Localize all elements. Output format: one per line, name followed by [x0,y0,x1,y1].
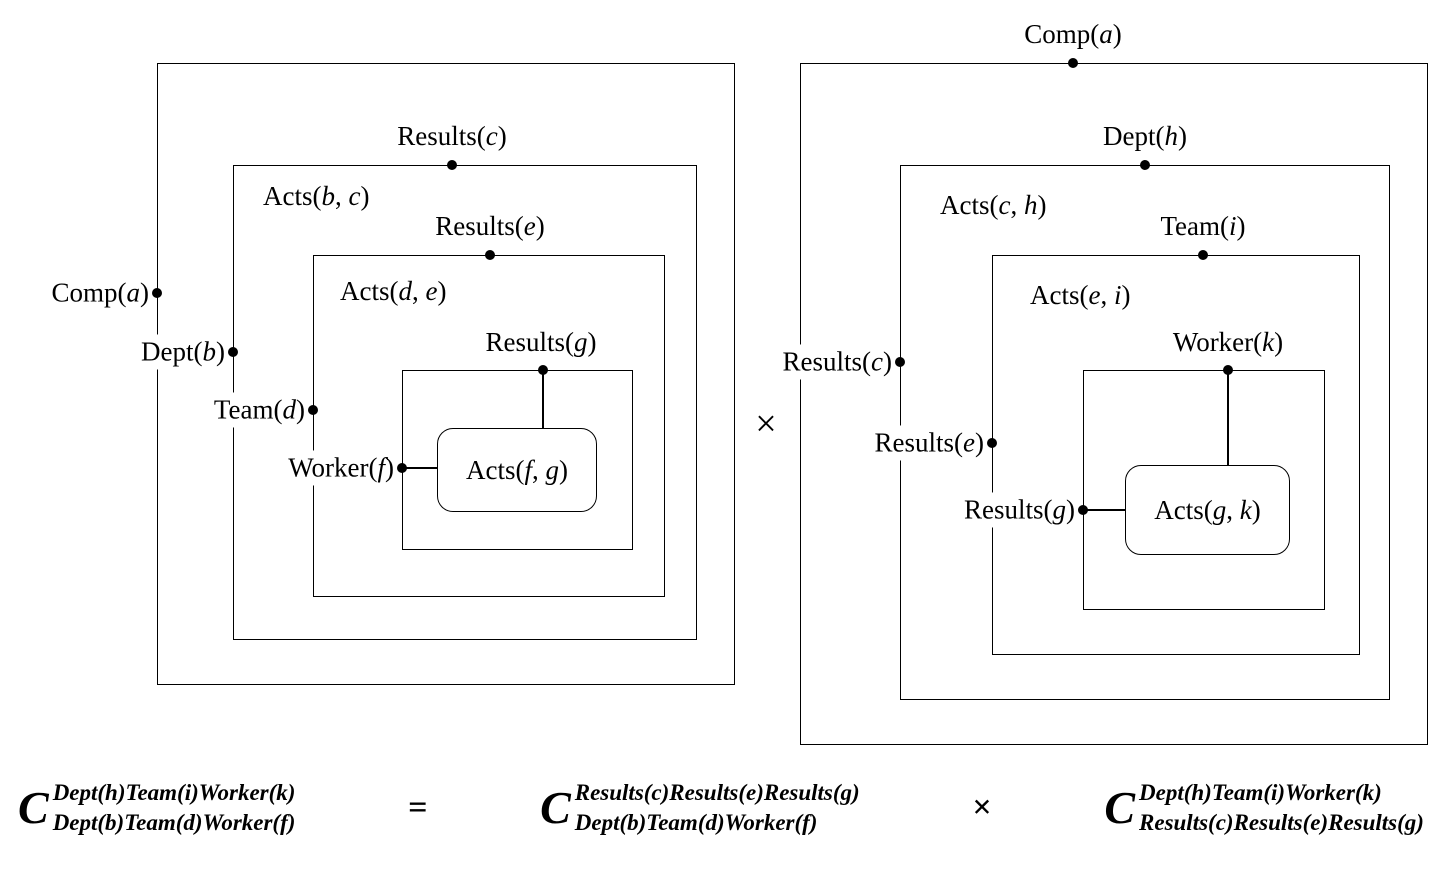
left-input-wire [402,467,437,469]
right-comp-out-dot [1068,58,1078,68]
right-results-c-port-label: Results(c) [778,344,892,380]
left-comp-port-dot [152,288,162,298]
formula-second-subscript: Results(c)Results(e)Results(g) [1139,809,1424,835]
left-acts-core-label: Acts(f, g) [466,454,568,485]
left-output-wire [542,370,544,428]
left-dept-port-dot [228,347,238,357]
formula-first-subscript: Dept(b)Team(d)Worker(f) [574,809,818,835]
right-results-c-port-dot [895,357,905,367]
left-worker-port-dot [397,463,407,473]
right-team-out-dot [1198,250,1208,260]
formula-second-scripts: Dept(h)Team(i)Worker(k) Results(c)Result… [1139,778,1424,838]
right-results-g-port-label: Results(g) [959,492,1075,528]
times-sign: × [972,788,992,826]
composition-formula: C Dept(h)Team(i)Worker(k) Dept(b)Team(d)… [18,778,1424,838]
right-team-label: Team(i) [1160,211,1246,241]
right-comp-box [800,63,1428,745]
left-results-g-out-dot [538,365,548,375]
left-team-port-label: Team(d) [209,392,305,428]
formula-first-scripts: Results(c)Results(e)Results(g) Dept(b)Te… [575,778,860,838]
left-dept-port-label: Dept(b) [137,334,225,370]
formula-second-factor: C Dept(h)Team(i)Worker(k) Results(c)Resu… [1104,778,1424,838]
right-comp-label: Comp(a) [1024,19,1122,49]
right-worker-label: Worker(k) [1172,327,1284,357]
right-acts-ch-label: Acts(c, h) [940,190,1047,220]
left-results-e-label: Results(e) [435,211,545,241]
equals-sign: = [408,788,428,826]
formula-lhs-subscript: Dept(b)Team(d)Worker(f) [52,809,296,835]
formula-first-factor: C Results(c)Results(e)Results(g) Dept(b)… [540,778,860,838]
formula-lhs-superscript: Dept(h)Team(i)Worker(k) [52,780,296,805]
right-acts-ei-label: Acts(e, i) [1030,280,1131,310]
formula-lhs-term: C Dept(h)Team(i)Worker(k) Dept(b)Team(d)… [18,778,295,838]
left-worker-port-label: Worker(f) [284,450,394,486]
product-operator: × [755,403,777,445]
left-acts-core-box: Acts(f, g) [437,428,597,512]
right-dept-out-dot [1140,160,1150,170]
right-dept-label: Dept(h) [1103,121,1187,151]
left-worker-box [402,370,633,550]
formula-lhs-scripts: Dept(h)Team(i)Worker(k) Dept(b)Team(d)Wo… [53,778,296,838]
right-acts-core-label: Acts(g, k) [1154,494,1261,525]
left-results-c-out-dot [447,160,457,170]
left-results-e-out-dot [485,250,495,260]
left-results-c-label: Results(c) [397,121,507,151]
formula-second-superscript: Dept(h)Team(i)Worker(k) [1139,780,1382,805]
right-results-g-port-dot [1078,505,1088,515]
left-acts-de-label: Acts(d, e) [340,276,447,306]
right-worker-out-dot [1223,365,1233,375]
right-worker-box [1083,370,1325,610]
left-results-g-label: Results(g) [485,327,597,357]
formula-first-superscript: Results(c)Results(e)Results(g) [574,780,860,805]
left-acts-bc-label: Acts(b, c) [263,181,370,211]
formula-lhs-symbol: C [18,781,49,833]
left-comp-box [157,63,735,685]
left-comp-port-label: Comp(a) [47,275,149,311]
formula-second-symbol: C [1104,781,1136,833]
right-results-e-port-label: Results(e) [870,425,984,461]
right-acts-core-box: Acts(g, k) [1125,465,1290,555]
left-team-port-dot [308,405,318,415]
right-output-wire [1227,370,1229,465]
right-input-wire [1083,509,1125,511]
right-results-e-port-dot [987,438,997,448]
formula-first-symbol: C [540,781,571,833]
right-team-box [992,255,1360,655]
